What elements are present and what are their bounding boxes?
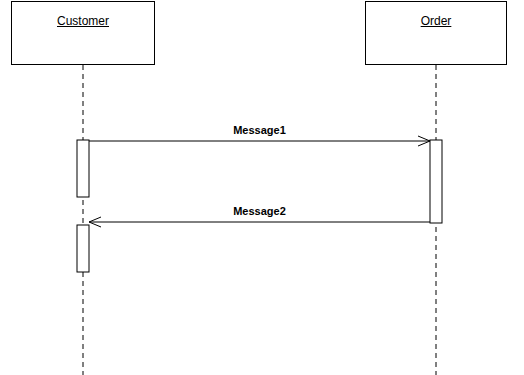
message-arrow — [89, 217, 430, 227]
object-name: Order — [366, 14, 506, 28]
arrow-head — [89, 217, 101, 227]
activation-bar — [430, 140, 442, 223]
message-line — [89, 222, 430, 223]
message-arrow — [89, 136, 430, 146]
message-label: Message2 — [231, 205, 288, 217]
activation-bar — [77, 140, 89, 197]
arrow-head — [418, 136, 430, 146]
activation-bar — [77, 225, 89, 272]
message-line — [89, 141, 430, 142]
lifeline — [83, 65, 84, 375]
object-box: Order — [365, 1, 507, 65]
object-name: Customer — [12, 14, 154, 28]
object-box: Customer — [11, 1, 155, 65]
message-label: Message1 — [231, 124, 288, 136]
